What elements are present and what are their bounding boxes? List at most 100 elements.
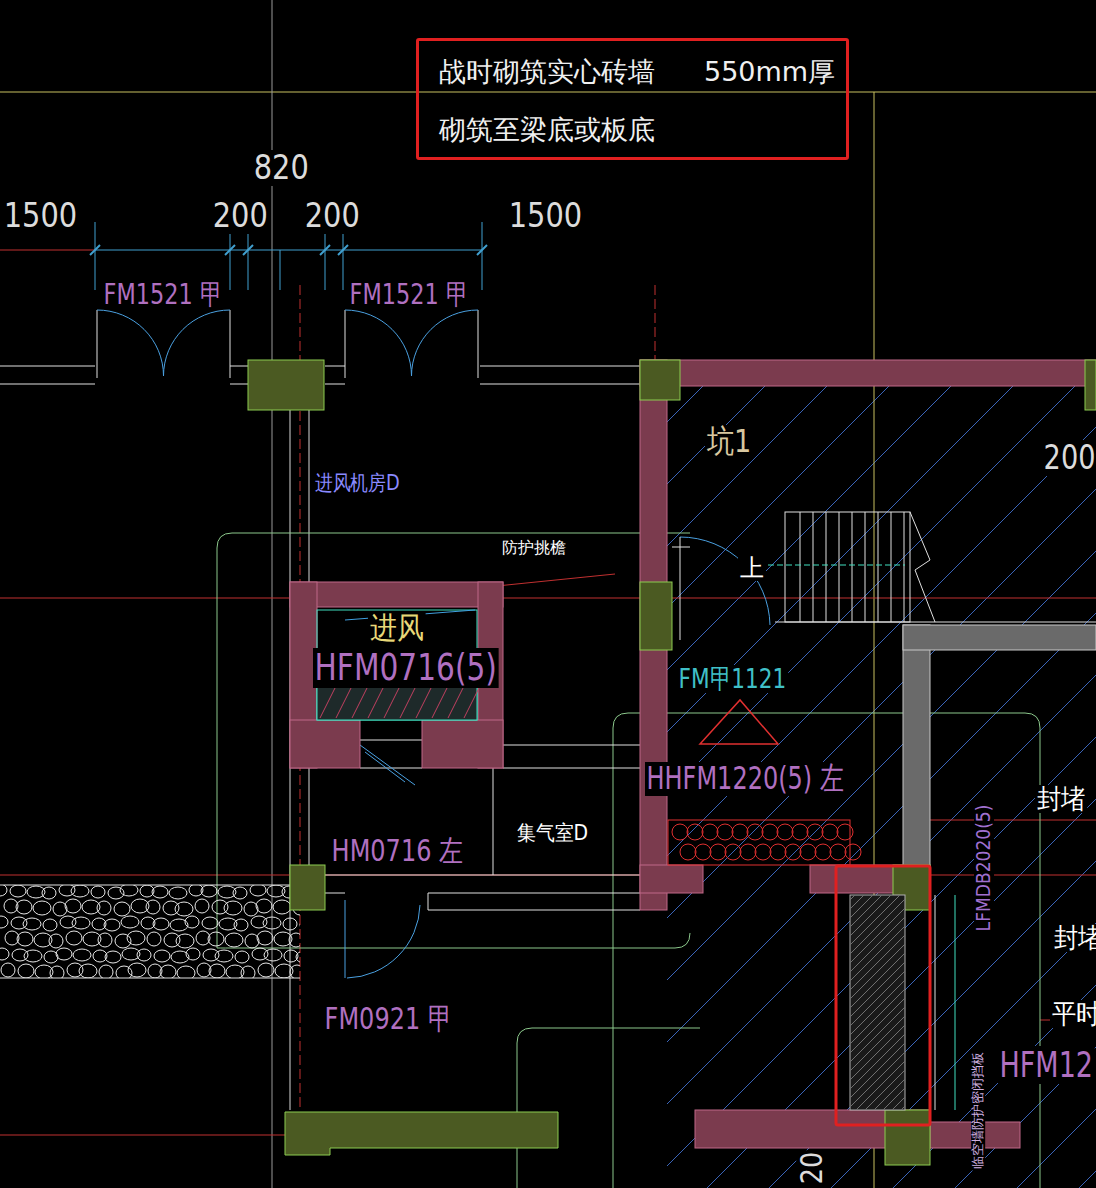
wall [640, 865, 703, 893]
wall-line [0, 978, 300, 979]
stair-step [904, 512, 905, 622]
wall [290, 720, 360, 768]
sand-circle [732, 824, 748, 840]
sand-circle [845, 844, 861, 860]
sand-circle [822, 824, 838, 840]
axis-line [930, 820, 1096, 821]
axis-line [930, 875, 1096, 876]
door-swing [680, 537, 770, 625]
room-or-door-label: 平时 [1050, 1000, 1096, 1028]
stone [160, 965, 176, 978]
hatch-line [459, 288, 1096, 1188]
wall-line [775, 622, 1096, 623]
stone [104, 919, 120, 931]
valve-line [360, 745, 415, 785]
wall-line [360, 740, 422, 741]
room-or-door-label: FM0921 甲 [323, 1003, 453, 1035]
room-or-door-label: 防护挑檐 [500, 540, 568, 557]
stone [289, 933, 300, 947]
hatch-line [850, 895, 905, 936]
stone [50, 966, 64, 978]
room-or-door-label: LFMDB2020(5) [974, 803, 994, 933]
hatch-line [0, 288, 491, 1188]
sill-hatch [432, 688, 447, 718]
stair-step [800, 512, 801, 622]
hatch-line [397, 288, 1096, 1188]
outline-line [517, 1028, 700, 1188]
dimension-text: 200 [303, 198, 362, 234]
plate-line [955, 895, 956, 1110]
outline-line [217, 533, 232, 548]
column [640, 582, 672, 650]
hatch-line [0, 288, 863, 1188]
hatch-line [521, 288, 1096, 1188]
stone [99, 965, 113, 978]
note-text: 战时砌筑实心砖墙 [439, 57, 655, 87]
stone [0, 916, 8, 928]
hatch-line [850, 1070, 905, 1110]
wall-line [480, 384, 640, 385]
stone [10, 885, 26, 897]
wall-line [480, 366, 640, 367]
stair-step [826, 512, 827, 622]
hatch-line [850, 1061, 905, 1110]
column [248, 360, 324, 410]
stone [233, 887, 247, 899]
stone [215, 950, 233, 962]
axis-line [0, 1135, 285, 1136]
hatch-line [955, 288, 1096, 1188]
stone [208, 932, 224, 946]
stone [224, 901, 242, 915]
sand-circle [680, 844, 696, 860]
hatch-line [769, 288, 1096, 1188]
hatch-line [850, 998, 905, 1053]
stone [97, 901, 111, 915]
stone [185, 916, 199, 928]
stone [258, 963, 274, 977]
stone-fill [0, 885, 300, 978]
stone [79, 964, 97, 978]
wall-line [230, 366, 248, 367]
stone [250, 885, 266, 896]
hatch-line [25, 288, 925, 1188]
hatch-line [850, 1025, 905, 1080]
stone [115, 934, 131, 948]
room-or-door-label: FM1521 甲 [102, 280, 224, 309]
hatch-line [0, 288, 801, 1188]
door-leaf [680, 537, 681, 640]
hatch-line [0, 288, 553, 1188]
stone [175, 902, 193, 916]
stone [18, 964, 34, 978]
grey-wall [903, 625, 930, 880]
wall-line [325, 893, 345, 894]
stone [65, 899, 81, 913]
hatch-line [645, 288, 1096, 1188]
door-leaf [230, 310, 231, 378]
room-or-door-label: FM1521 甲 [348, 280, 470, 309]
room-or-door-label: 封堵 [1035, 785, 1087, 813]
stone [72, 917, 90, 929]
stone [24, 950, 42, 962]
sand-circle [725, 844, 741, 860]
sill-hatch [352, 688, 367, 718]
stone [127, 931, 145, 945]
room-or-door-label: 封堵 [1052, 924, 1096, 952]
stone [105, 951, 121, 963]
hatch-line [0, 288, 677, 1188]
dimension-text: 200 [1042, 440, 1096, 476]
sand-circle [702, 824, 718, 840]
outline-line [217, 533, 690, 948]
stone [186, 948, 200, 960]
hatch-line [0, 288, 615, 1188]
wall-line [0, 366, 95, 367]
stone [116, 966, 132, 978]
room-or-door-label: 进风机房D [313, 472, 402, 494]
sill-hatch [416, 688, 431, 718]
hatch-line [850, 895, 905, 945]
wall [640, 360, 1096, 386]
stone [1, 963, 15, 977]
wall-line [503, 768, 640, 769]
stone [225, 933, 243, 947]
door-swing [97, 310, 164, 376]
